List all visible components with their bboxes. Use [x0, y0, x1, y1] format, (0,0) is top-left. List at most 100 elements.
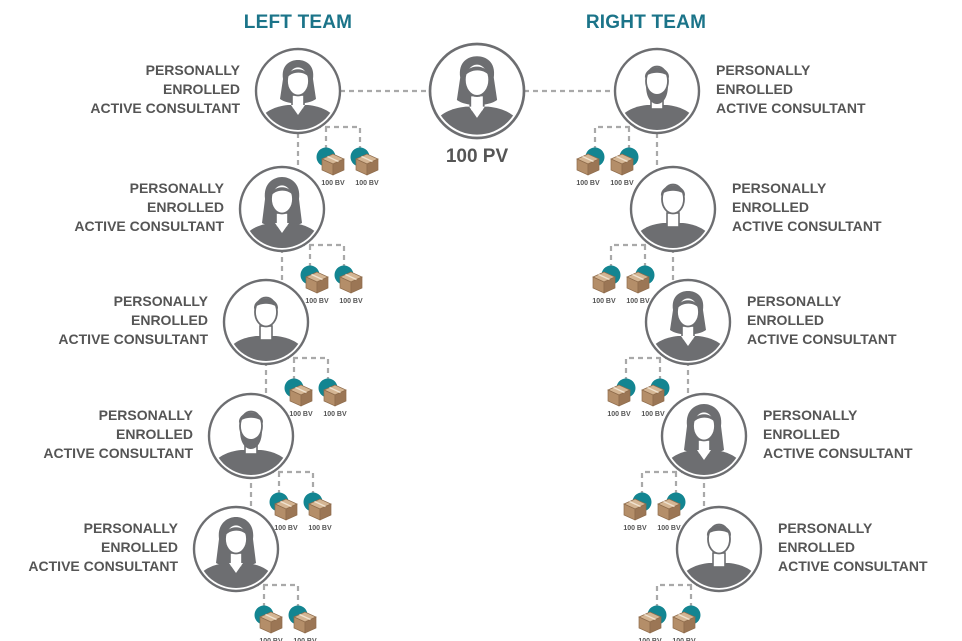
consultant-label: PERSONALLY ENROLLED ACTIVE CONSULTANT — [716, 62, 866, 116]
female-avatar-icon — [428, 42, 526, 140]
consultant-label-line: ACTIVE CONSULTANT — [747, 331, 897, 347]
right-team-title: RIGHT TEAM — [586, 12, 706, 33]
product-box-icon — [323, 384, 347, 407]
product-box-icon — [339, 271, 363, 294]
customer-bv-label: 100 BV — [293, 638, 317, 641]
customer-bv-label: 100 BV — [641, 411, 665, 418]
customer-group: 100 BV 100 BV — [282, 243, 363, 305]
right-consultant-node: 100 BV 100 BV PERSONALLY ENROLLED ACTIVE CON… — [638, 505, 928, 641]
product-box-icon — [607, 384, 631, 407]
customer-bv-label: 100 BV — [259, 638, 283, 641]
customer-bv-label: 100 BV — [607, 411, 631, 418]
consultant-label-line: PERSONALLY — [763, 407, 858, 423]
center-consultant: 100 PV — [428, 42, 526, 167]
customer-bv-label: 100 BV — [323, 411, 347, 418]
consultant-label-line: PERSONALLY — [99, 407, 194, 423]
consultant-label: PERSONALLY ENROLLED ACTIVE CONSULTANT — [778, 520, 928, 574]
consultant-label-line: PERSONALLY — [114, 293, 209, 309]
customer-bv-label: 100 BV — [274, 525, 298, 532]
customer-bv-label: 100 BV — [672, 638, 696, 641]
female-long-hair-avatar-icon — [192, 505, 280, 593]
consultant-label-line: PERSONALLY — [146, 62, 241, 78]
female-avatar-icon — [644, 278, 732, 366]
product-box-icon — [623, 498, 647, 521]
right-consultant-node: 100 BV 100 BV PERSONALLY ENROLLED ACTIVE CON… — [607, 278, 897, 418]
consultant-label-line: PERSONALLY — [84, 520, 179, 536]
customer-bv-label: 100 BV — [626, 298, 650, 305]
product-box-icon — [305, 271, 329, 294]
consultant-label-line: ACTIVE CONSULTANT — [90, 100, 240, 116]
consultant-label: PERSONALLY ENROLLED ACTIVE CONSULTANT — [747, 293, 897, 347]
team-connectors — [249, 89, 706, 510]
consultant-label-line: ENROLLED — [116, 426, 193, 442]
customer-group: 100 BV 100 BV — [638, 583, 719, 641]
customer-group: 100 BV 100 BV — [592, 243, 673, 305]
consultant-label-line: PERSONALLY — [732, 180, 827, 196]
consultant-label-line: ENROLLED — [732, 199, 809, 215]
consultant-label-line: PERSONALLY — [747, 293, 842, 309]
customer-group: 100 BV 100 BV — [623, 470, 704, 532]
consultant-label-line: ENROLLED — [147, 199, 224, 215]
product-box-icon — [641, 384, 665, 407]
product-box-icon — [576, 153, 600, 176]
product-box-icon — [672, 611, 696, 634]
customer-bv-label: 100 BV — [305, 298, 329, 305]
product-box-icon — [289, 384, 313, 407]
consultant-label-line: ACTIVE CONSULTANT — [28, 558, 178, 574]
customer-bv-label: 100 BV — [638, 638, 662, 641]
customer-bv-label: 100 BV — [576, 180, 600, 187]
customer-bv-label: 100 BV — [321, 180, 345, 187]
female-avatar-icon — [254, 47, 342, 135]
male-avatar-icon — [675, 505, 763, 593]
consultant-label: PERSONALLY ENROLLED ACTIVE CONSULTANT — [43, 407, 193, 461]
consultant-label: PERSONALLY ENROLLED ACTIVE CONSULTANT — [90, 62, 240, 116]
female-long-hair-avatar-icon — [660, 392, 748, 480]
male-avatar-icon — [629, 165, 717, 253]
consultant-label-line: ENROLLED — [716, 81, 793, 97]
customer-bv-label: 100 BV — [610, 180, 634, 187]
product-box-icon — [308, 498, 332, 521]
customer-group: 100 BV 100 BV — [236, 583, 317, 641]
consultant-label-line: ACTIVE CONSULTANT — [43, 445, 193, 461]
product-box-icon — [638, 611, 662, 634]
customer-bv-label: 100 BV — [657, 525, 681, 532]
consultant-label-line: ENROLLED — [131, 312, 208, 328]
right-team-nodes: 100 BV 100 BV PERSONALLY ENROLLED ACTIVE CON… — [576, 47, 928, 641]
consultant-label-line: ACTIVE CONSULTANT — [716, 100, 866, 116]
customer-bv-label: 100 BV — [339, 298, 363, 305]
consultant-label: PERSONALLY ENROLLED ACTIVE CONSULTANT — [763, 407, 913, 461]
product-box-icon — [610, 153, 634, 176]
consultant-label: PERSONALLY ENROLLED ACTIVE CONSULTANT — [58, 293, 208, 347]
customer-bv-label: 100 BV — [308, 525, 332, 532]
left-team-nodes: 100 BV 100 BV PERSONALLY ENROLLED ACTIVE CON… — [28, 47, 379, 641]
male-bearded-avatar-icon — [207, 392, 295, 480]
product-box-icon — [355, 153, 379, 176]
consultant-label-line: ENROLLED — [747, 312, 824, 328]
product-box-icon — [259, 611, 283, 634]
consultant-label-line: ENROLLED — [778, 539, 855, 555]
product-box-icon — [626, 271, 650, 294]
customer-bv-label: 100 BV — [623, 525, 647, 532]
left-team-title: LEFT TEAM — [244, 12, 352, 33]
consultant-label-line: PERSONALLY — [716, 62, 811, 78]
male-avatar-icon — [222, 278, 310, 366]
customer-bv-label: 100 BV — [592, 298, 616, 305]
consultant-label-line: ENROLLED — [763, 426, 840, 442]
consultant-label-line: ACTIVE CONSULTANT — [778, 558, 928, 574]
center-pv-label: 100 PV — [446, 146, 509, 167]
left-consultant-node: 100 BV 100 BV PERSONALLY ENROLLED ACTIVE CON… — [58, 278, 347, 418]
product-box-icon — [592, 271, 616, 294]
consultant-label-line: ACTIVE CONSULTANT — [58, 331, 208, 347]
consultant-label-line: ACTIVE CONSULTANT — [74, 218, 224, 234]
consultant-label-line: ACTIVE CONSULTANT — [763, 445, 913, 461]
consultant-label-line: PERSONALLY — [778, 520, 873, 536]
consultant-label-line: ENROLLED — [163, 81, 240, 97]
